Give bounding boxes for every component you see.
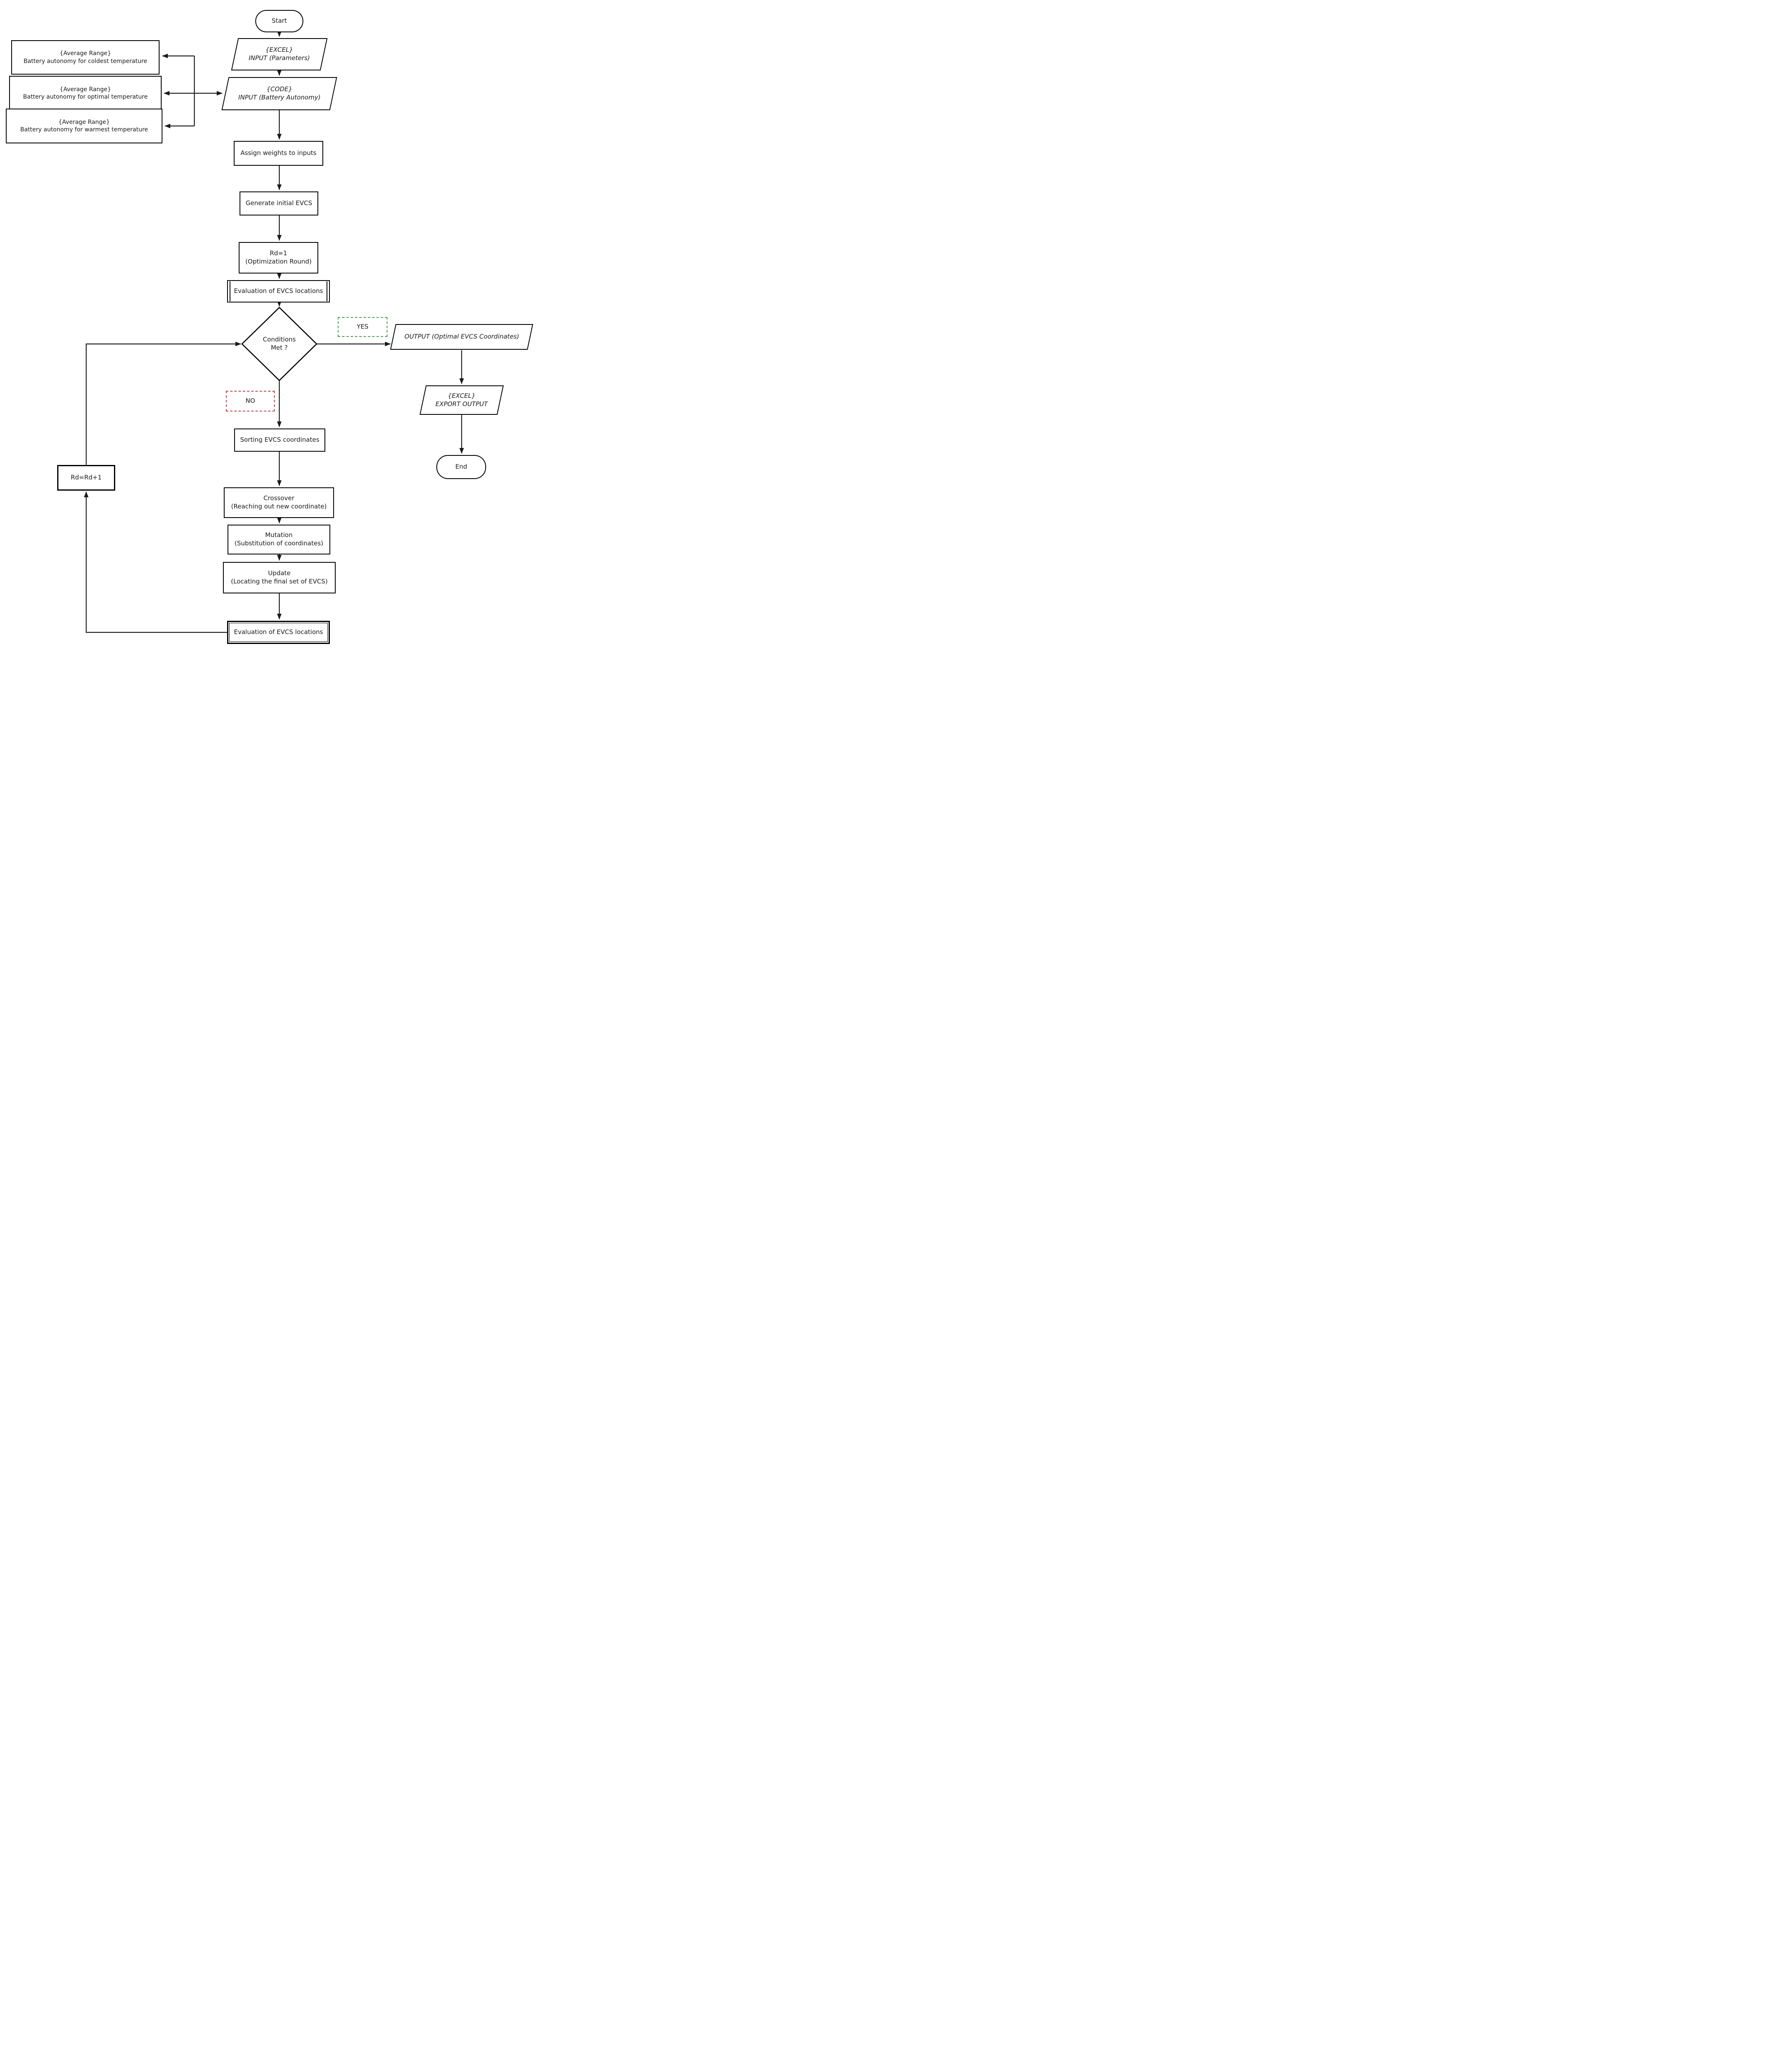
node-avg-range-coldest: {Average Range} Battery autonomy for col…: [11, 40, 160, 75]
node-start-label: Start: [271, 17, 287, 25]
node-output-coordinates-label: OUTPUT (Optimal EVCS Coordinates): [404, 333, 519, 341]
node-end-label: End: [455, 463, 467, 471]
node-avg-range-optimal-label: {Average Range} Battery autonomy for opt…: [23, 86, 148, 100]
edge-evaluation-2-to-increment-round: [84, 491, 227, 633]
node-avg-range-warmest-label: {Average Range} Battery autonomy for war…: [20, 119, 148, 133]
node-optimization-round: Rd=1 (Optimization Round): [239, 242, 318, 274]
node-evaluation-1-label: Evaluation of EVCS locations: [234, 287, 323, 295]
conditions-met-diamond-shape: [241, 307, 317, 381]
node-input-parameters-label: {EXCEL} INPUT (Parameters): [249, 46, 310, 62]
node-export-output: {EXCEL} EXPORT OUTPUT: [419, 385, 504, 415]
node-input-battery-autonomy: {CODE} INPUT (Battery Autonomy): [221, 77, 337, 110]
node-crossover-label: Crossover (Reaching out new coordinate): [231, 494, 327, 510]
node-conditions-met-label: Conditions Met ?: [263, 336, 296, 351]
node-mutation-label: Mutation (Substitution of coordinates): [234, 531, 324, 547]
node-sorting: Sorting EVCS coordinates: [234, 428, 325, 452]
yes-branch-tag: YES: [338, 317, 387, 337]
node-evaluation-1: Evaluation of EVCS locations: [227, 280, 330, 303]
node-mutation: Mutation (Substitution of coordinates): [228, 525, 330, 554]
node-update: Update (Locating the final set of EVCS): [223, 562, 336, 593]
node-crossover: Crossover (Reaching out new coordinate): [224, 487, 334, 518]
node-output-coordinates: OUTPUT (Optimal EVCS Coordinates): [390, 324, 533, 350]
node-avg-range-warmest: {Average Range} Battery autonomy for war…: [6, 109, 162, 143]
no-branch-tag: NO: [226, 391, 275, 411]
node-assign-weights: Assign weights to inputs: [234, 141, 323, 166]
node-conditions-met: Conditions Met ?: [250, 332, 308, 356]
node-input-battery-autonomy-label: {CODE} INPUT (Battery Autonomy): [238, 85, 321, 101]
node-assign-weights-label: Assign weights to inputs: [240, 149, 317, 157]
node-generate-initial-evcs: Generate initial EVCS: [240, 191, 318, 215]
edge-increment-round-to-conditions: [85, 341, 241, 465]
node-sorting-label: Sorting EVCS coordinates: [240, 436, 320, 444]
node-input-parameters: {EXCEL} INPUT (Parameters): [231, 38, 328, 70]
node-evaluation-2: Evaluation of EVCS locations: [227, 621, 330, 644]
node-evaluation-2-label: Evaluation of EVCS locations: [234, 628, 323, 636]
node-update-label: Update (Locating the final set of EVCS): [231, 569, 328, 585]
node-start: Start: [255, 10, 303, 32]
yes-branch-label: YES: [356, 323, 369, 331]
node-optimization-round-label: Rd=1 (Optimization Round): [245, 249, 312, 265]
flowchart-canvas: Start End {EXCEL} INPUT (Parameters) {CO…: [0, 0, 537, 653]
connector-layer: [84, 31, 500, 633]
node-end: End: [436, 455, 486, 479]
node-avg-range-optimal: {Average Range} Battery autonomy for opt…: [9, 76, 162, 111]
node-avg-range-coldest-label: {Average Range} Battery autonomy for col…: [23, 50, 148, 65]
no-branch-label: NO: [245, 397, 255, 405]
node-export-output-label: {EXCEL} EXPORT OUTPUT: [435, 392, 488, 408]
node-generate-initial-evcs-label: Generate initial EVCS: [245, 199, 312, 207]
node-increment-round: Rd=Rd+1: [57, 465, 115, 491]
node-increment-round-label: Rd=Rd+1: [70, 474, 102, 482]
